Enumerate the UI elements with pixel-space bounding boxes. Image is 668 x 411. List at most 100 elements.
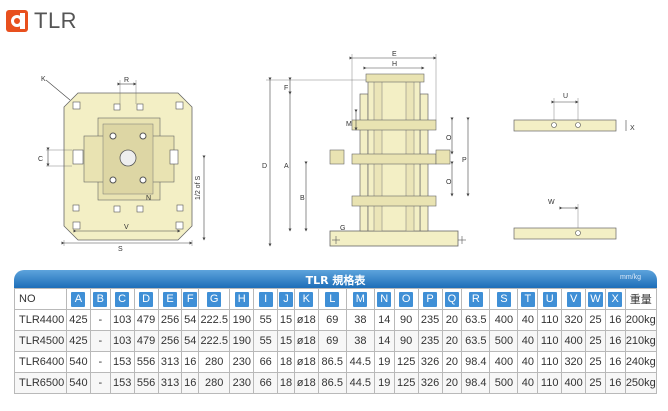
column-letter-chip: H (234, 291, 249, 307)
weight-cell: 240kg (624, 351, 658, 373)
table-cell: 16 (181, 351, 200, 373)
table-cell: 40 (517, 351, 539, 373)
column-header: B (89, 288, 111, 310)
table-cell: 40 (517, 309, 539, 331)
column-header: Q (441, 288, 463, 310)
table-cell: 479 (133, 309, 159, 331)
top-view-drawing: R K C N 1/2 of S V S (38, 76, 206, 253)
table-cell: 66 (253, 351, 279, 373)
table-title: TLR 規格表 (305, 274, 366, 287)
table-cell: 16 (181, 372, 200, 394)
table-cell: 235 (417, 330, 443, 352)
table-cell: 326 (417, 372, 443, 394)
table-cell: 540 (66, 372, 91, 394)
column-header: A (66, 288, 91, 310)
table-cell: 556 (133, 351, 159, 373)
table-cell: 500 (489, 330, 519, 352)
table-cell: 540 (66, 351, 91, 373)
table-cell: 400 (489, 351, 519, 373)
table-cell: 44.5 (345, 351, 375, 373)
table-cell: 400 (561, 330, 587, 352)
column-header: F (181, 288, 200, 310)
column-letter-chip: N (377, 291, 392, 307)
weight-cell: 200kg (624, 309, 658, 331)
table-title-bar: TLR 規格表 mm/kg (14, 270, 657, 288)
table-cell: 63.5 (461, 309, 491, 331)
column-header: K (293, 288, 319, 310)
table-cell: 54 (181, 309, 200, 331)
dim-label-n: N (146, 195, 151, 202)
dim-label-x: X (630, 125, 635, 132)
table-cell: - (89, 309, 111, 331)
table-cell: - (89, 372, 111, 394)
table-cell: 38 (345, 330, 375, 352)
table-cell: 125 (393, 351, 419, 373)
table-cell: 256 (157, 330, 183, 352)
table-unit: mm/kg (620, 274, 641, 281)
table-cell: 326 (417, 351, 443, 373)
table-cell: 98.4 (461, 372, 491, 394)
weight-cell: 250kg (624, 372, 658, 394)
table-cell: 110 (537, 309, 563, 331)
weight-cell: 210kg (624, 330, 658, 352)
column-header: J (277, 288, 295, 310)
table-cell: 222.5 (198, 330, 231, 352)
table-cell: 25 (585, 330, 606, 352)
table-cell: 500 (489, 372, 519, 394)
column-letter-chip: O (399, 291, 414, 307)
column-letter-chip: D (139, 291, 154, 307)
column-letter-chip: K (299, 291, 314, 307)
table-cell: 103 (109, 309, 135, 331)
table-cell: 16 (604, 351, 626, 373)
column-letter-chip: C (115, 291, 130, 307)
table-cell: 86.5 (317, 372, 347, 394)
table-cell: 256 (157, 309, 183, 331)
column-header-weight: 重量 (624, 288, 658, 310)
dim-label-o-upper: O (446, 135, 452, 142)
table-cell: 280 (198, 372, 231, 394)
table-cell: 25 (585, 372, 606, 394)
table-cell: ø18 (293, 309, 319, 331)
table-cell: 63.5 (461, 330, 491, 352)
dim-label-s: S (118, 246, 123, 253)
table-cell: ø18 (293, 330, 319, 352)
column-header: S (489, 288, 519, 310)
table-cell: 19 (373, 372, 395, 394)
table-cell: 125 (393, 372, 419, 394)
dim-label-b: B (300, 195, 305, 202)
table-cell: 90 (393, 309, 419, 331)
column-letter-chip: W (588, 291, 603, 307)
table-cell: 16 (604, 330, 626, 352)
column-header: T (517, 288, 539, 310)
table-cell: 90 (393, 330, 419, 352)
detail-view-drawings: U X W (513, 93, 635, 240)
table-cell: 54 (181, 330, 200, 352)
table-cell: 190 (229, 309, 255, 331)
table-cell: - (89, 351, 111, 373)
column-letter-chip: V (566, 291, 581, 307)
table-cell: 20 (441, 351, 463, 373)
column-header: P (417, 288, 443, 310)
column-header: X (604, 288, 626, 310)
column-letter-chip: B (93, 291, 108, 307)
table-cell: 16 (604, 372, 626, 394)
table-cell: 20 (441, 330, 463, 352)
table-cell: 98.4 (461, 351, 491, 373)
table-cell: ø18 (293, 351, 319, 373)
table-cell: 14 (373, 330, 395, 352)
table-cell: 320 (561, 309, 587, 331)
column-header: D (133, 288, 159, 310)
column-letter-chip: M (353, 291, 368, 307)
table-cell: - (89, 330, 111, 352)
table-cell: 230 (229, 372, 255, 394)
column-letter-chip: T (520, 291, 535, 307)
table-cell: 313 (157, 372, 183, 394)
model-cell: TLR6500 (13, 372, 68, 394)
brand-header: TLR (6, 8, 77, 34)
table-cell: 110 (537, 372, 563, 394)
table-cell: 69 (317, 309, 347, 331)
column-header: V (561, 288, 587, 310)
